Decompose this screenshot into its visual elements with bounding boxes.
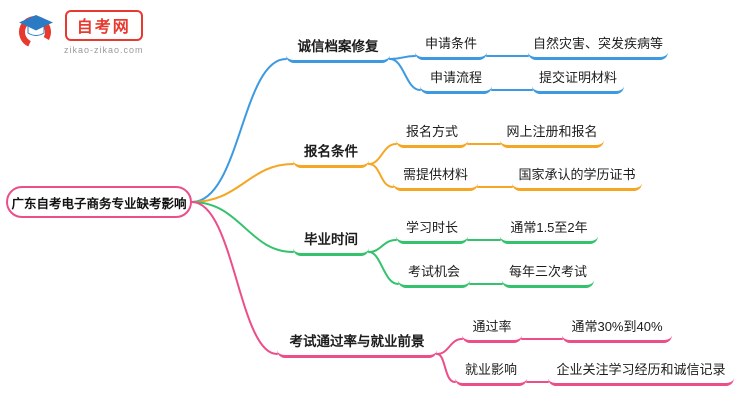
root-node: 广东自考电子商务专业缺考影响: [6, 186, 192, 218]
graduation-cap-icon: [19, 15, 53, 48]
leaf-value-node: 通常30%到40%: [562, 313, 672, 343]
site-logo: 自考网 zikao-zikao.com: [16, 10, 144, 55]
leaf-value-node: 自然灾害、突发疾病等: [528, 30, 668, 60]
child-key-node: 申请流程: [420, 64, 492, 94]
leaf-value-node: 企业关注学习经历和诚信记录: [548, 356, 734, 386]
child-key-node: 就业影响: [455, 356, 527, 386]
leaf-value-node: 每年三次考试: [502, 258, 594, 288]
child-key-node: 申请条件: [415, 30, 487, 60]
branch-node: 报名条件: [293, 137, 369, 168]
logo-text: 自考网: [64, 10, 143, 41]
child-key-node: 学习时长: [396, 214, 468, 244]
child-key-node: 考试机会: [398, 258, 470, 288]
branch-node: 毕业时间: [293, 225, 369, 256]
branch-node: 诚信档案修复: [286, 32, 390, 63]
leaf-value-node: 网上注册和报名: [500, 118, 604, 148]
leaf-value-node: 国家承认的学历证书: [512, 161, 642, 191]
child-key-node: 需提供材料: [393, 161, 478, 191]
leaf-value-node: 提交证明材料: [532, 64, 624, 94]
child-key-node: 通过率: [462, 313, 522, 343]
leaf-value-node: 通常1.5至2年: [500, 214, 598, 244]
branch-node: 考试通过率与就业前景: [277, 327, 437, 358]
logo-domain: zikao-zikao.com: [64, 45, 144, 55]
child-key-node: 报名方式: [396, 118, 468, 148]
